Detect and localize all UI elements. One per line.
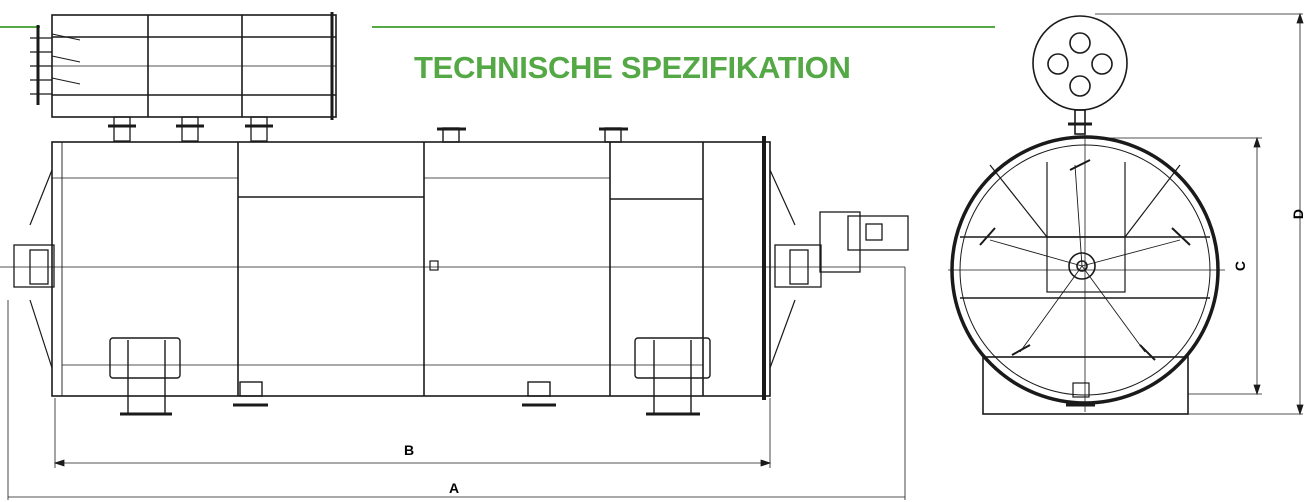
end-view-drawing	[948, 15, 1225, 415]
dimension-lines	[7, 12, 1304, 500]
dimension-d-label: D	[1290, 208, 1307, 220]
side-view-drawing	[0, 127, 909, 416]
page-title: TECHNISCHE SPEZIFIKATION	[414, 50, 851, 85]
top-view-drawing	[30, 12, 337, 142]
dimension-b-label: B	[404, 442, 415, 458]
dimension-a-label: A	[449, 480, 460, 496]
dimension-c-label: C	[1232, 260, 1249, 272]
